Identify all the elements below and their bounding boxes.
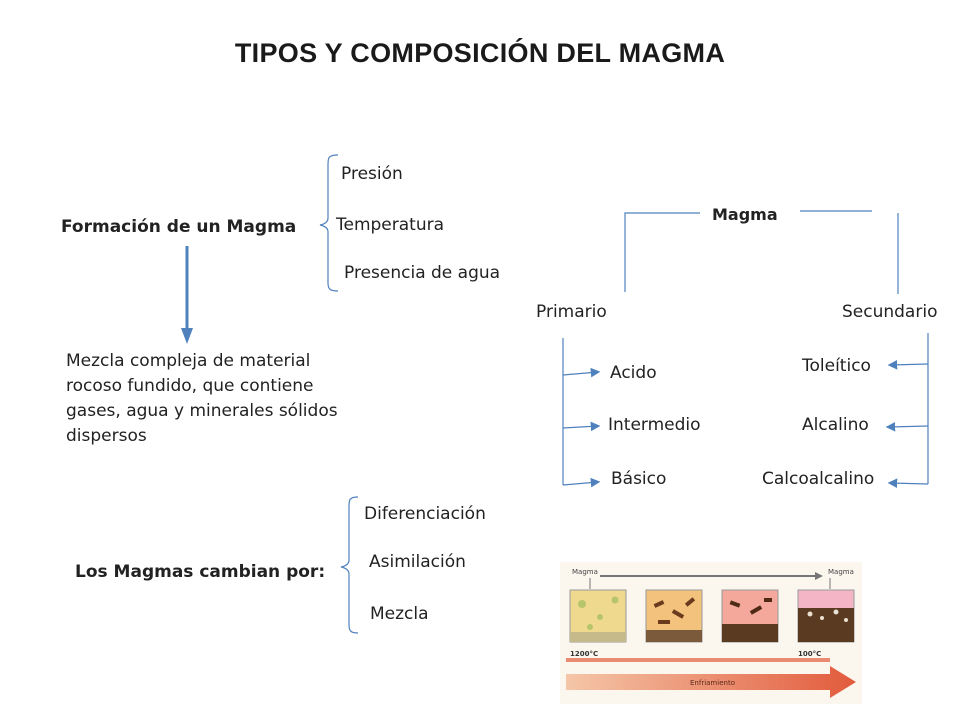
type-basico: Básico (611, 469, 667, 489)
secondary-arrow-alcalino (885, 422, 929, 432)
tree-root-magma: Magma (712, 205, 778, 224)
tree-primary: Primario (536, 302, 607, 322)
process-assimilation: Asimilación (369, 552, 466, 572)
primary-arrow-basico (562, 477, 601, 488)
figure-label-magma-right: Magma (828, 568, 854, 576)
factor-pressure: Presión (341, 164, 403, 184)
type-intermedio: Intermedio (608, 415, 701, 435)
formation-down-arrow-head (181, 328, 193, 344)
process-mixing: Mezcla (370, 604, 429, 624)
primary-arrow-intermedio (562, 421, 601, 432)
magma-cooling-figure: Magma Magma (560, 562, 862, 704)
secondary-arrow-calcoalcalino (887, 478, 929, 488)
type-toleitico: Toleítico (802, 356, 871, 376)
formation-label: Formación de un Magma (61, 217, 297, 237)
factor-temperature: Temperatura (336, 215, 445, 235)
tree-left-branch (624, 212, 700, 292)
figure-temp-end: 100°C (798, 650, 821, 658)
formation-factors-brace (319, 154, 339, 292)
secondary-arrow-toleitico (887, 360, 929, 370)
type-acido: Acido (610, 363, 657, 383)
page-title: TIPOS Y COMPOSICIÓN DEL MAGMA (234, 38, 726, 68)
figure-cooling-label: Enfriamiento (690, 679, 735, 687)
figure-temp-start: 1200°C (570, 650, 598, 658)
change-label: Los Magmas cambian por: (75, 562, 326, 582)
figure-label-magma-left: Magma (572, 568, 598, 576)
type-calcoalcalino: Calcoalcalino (762, 469, 875, 489)
process-differentiation: Diferenciación (364, 504, 486, 524)
tree-secondary: Secundario (842, 302, 938, 322)
type-alcalino: Alcalino (802, 415, 869, 435)
magma-definition: Mezcla compleja de material rocoso fundi… (66, 351, 338, 446)
primary-arrow-acido (562, 367, 601, 378)
factor-water: Presencia de agua (344, 263, 501, 283)
change-processes-brace (340, 496, 359, 634)
